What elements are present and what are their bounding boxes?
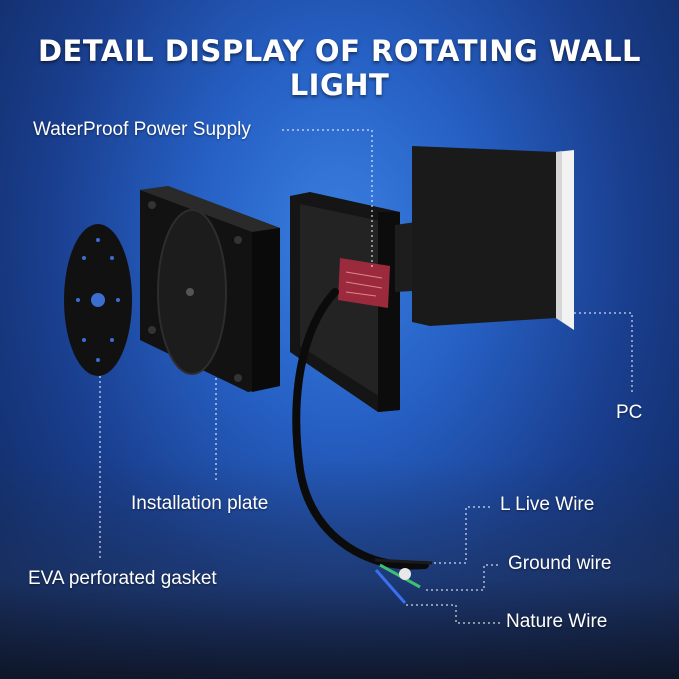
nature-wire-leader (406, 604, 500, 624)
installation-plate-shape (140, 186, 280, 392)
light-housing-shape (290, 192, 400, 412)
page-title: DETAIL DISPLAY OF ROTATING WALL LIGHT (37, 34, 642, 102)
live-wire-leader (434, 506, 490, 564)
eva-gasket-shape (64, 224, 132, 376)
city-skyline-background (0, 459, 679, 679)
power-supply-leader (282, 129, 373, 270)
leader-lines (99, 129, 633, 624)
ground-wire-leader (426, 564, 500, 591)
nature-wire-label: Nature Wire (506, 611, 608, 632)
power-supply-label: WaterProof Power Supply (33, 119, 251, 140)
pc-leader (574, 312, 633, 395)
gasket-label: EVA perforated gasket (28, 568, 217, 589)
live-wire-label: L Live Wire (500, 494, 595, 515)
pc-label: PC (616, 402, 643, 423)
power-cable-shape (292, 288, 433, 604)
light-head-shape (412, 146, 574, 330)
ground-wire-label: Ground wire (508, 553, 612, 574)
installation-plate-label: Installation plate (131, 493, 269, 514)
